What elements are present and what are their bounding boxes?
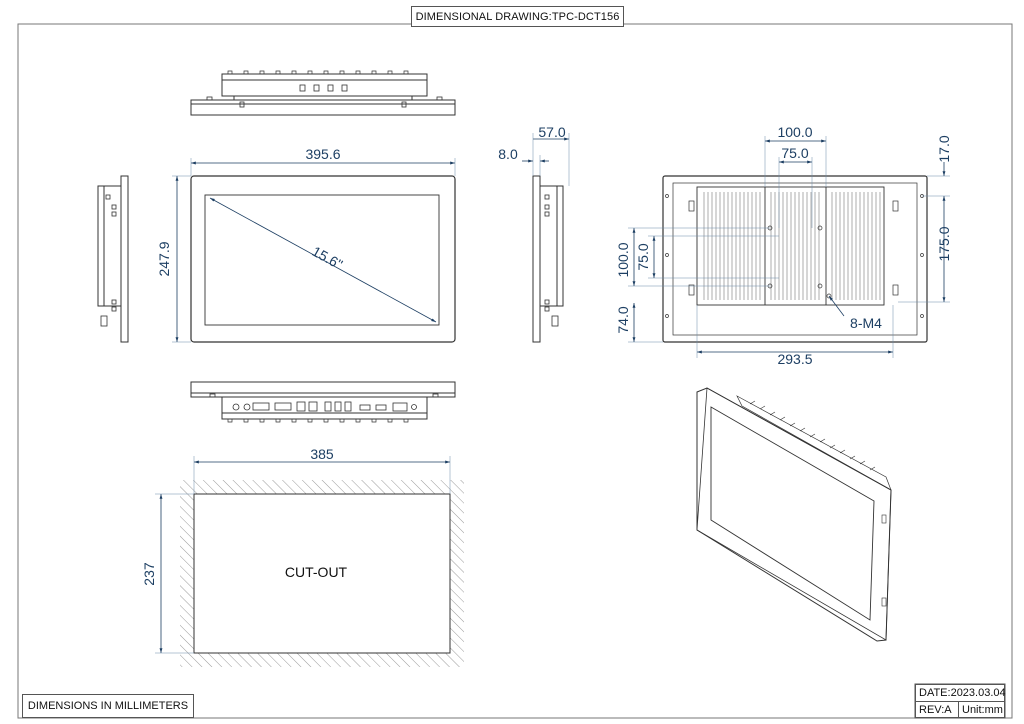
cutout-height-label: 237 bbox=[141, 562, 157, 586]
rear-top-offset-label: 17.0 bbox=[936, 135, 952, 162]
vesa-inner-h-label: 75.0 bbox=[781, 145, 808, 161]
left-side-view bbox=[97, 175, 129, 343]
side-bezel-label: 8.0 bbox=[498, 146, 518, 162]
top-view bbox=[190, 70, 456, 116]
screws-label: 8-M4 bbox=[850, 315, 882, 331]
cutout-label: CUT-OUT bbox=[285, 564, 348, 580]
right-side-view bbox=[532, 175, 564, 343]
diagonal-label: 15.6" bbox=[309, 243, 345, 273]
isometric-view bbox=[696, 387, 892, 642]
front-height-label: 247.9 bbox=[156, 241, 172, 276]
front-width-label: 395.6 bbox=[305, 146, 340, 162]
rear-bottom-offset-label: 74.0 bbox=[615, 306, 631, 333]
cutout-width-label: 385 bbox=[310, 446, 334, 462]
side-depth-label: 57.0 bbox=[538, 124, 565, 140]
vesa-inner-v-label: 75.0 bbox=[635, 243, 651, 270]
vesa-outer-h-label: 100.0 bbox=[777, 124, 812, 140]
drawing-title: DIMENSIONAL DRAWING:TPC-DCT156 bbox=[411, 6, 624, 27]
side-dims bbox=[522, 133, 570, 186]
vesa-outer-v-label: 100.0 bbox=[615, 242, 631, 277]
bottom-view bbox=[190, 381, 456, 423]
front-view bbox=[190, 175, 456, 343]
units-note: DIMENSIONS IN MILLIMETERS bbox=[22, 694, 194, 718]
rear-hole-span-h-label: 293.5 bbox=[777, 351, 812, 367]
front-width-dim bbox=[190, 158, 456, 176]
title-block-rev: REV:A bbox=[915, 701, 959, 718]
cutout-view bbox=[155, 456, 464, 667]
rear-view bbox=[662, 175, 928, 343]
title-block-date: DATE:2023.03.04 bbox=[915, 684, 1006, 702]
title-block-unit: Unit:mm bbox=[958, 701, 1005, 718]
front-height-dim bbox=[172, 175, 191, 343]
rear-hole-span-v-label: 175.0 bbox=[936, 226, 952, 261]
rear-dims bbox=[628, 136, 950, 358]
